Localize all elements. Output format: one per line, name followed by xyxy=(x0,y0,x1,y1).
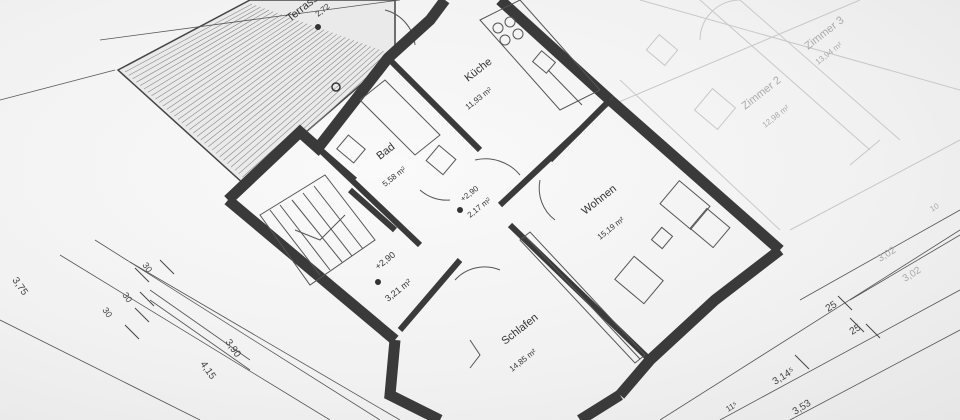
room-bad-area: 5,58 m² xyxy=(381,165,408,189)
dim-left-0: 3,75 xyxy=(10,275,30,298)
hatch-line xyxy=(215,40,355,154)
walls xyxy=(224,0,784,420)
dim-left-2: 30 xyxy=(120,290,134,304)
hatch-line xyxy=(204,35,342,144)
bedroom-wardrobe xyxy=(469,231,646,369)
hatch-line xyxy=(193,31,329,134)
terrace-hatch xyxy=(116,0,396,187)
terrace-hatch-lines xyxy=(124,3,393,185)
room-zimmer2-label: Zimmer 2 xyxy=(739,74,783,112)
dim-left-1: 30 xyxy=(140,260,154,274)
dim-bottom-1: 25 xyxy=(848,322,864,337)
living-furniture xyxy=(614,179,731,305)
hatch-line xyxy=(189,29,325,130)
room-wohnen-label: Wohnen xyxy=(579,183,619,218)
dim-bottom-0: 25 xyxy=(824,299,840,314)
hatch-line xyxy=(166,20,299,110)
level-treppe-value: +2,90 xyxy=(373,250,397,272)
hatch-line xyxy=(132,6,261,80)
level-flur-value: +2,90 xyxy=(459,184,481,204)
hatch-line xyxy=(177,24,312,120)
hatch-line xyxy=(151,14,282,97)
dim-bottom-4: 11⁵ xyxy=(724,400,739,414)
hatch-line xyxy=(170,21,304,113)
room-kueche-area: 11,93 m² xyxy=(464,85,494,111)
hatch-line xyxy=(155,15,287,100)
hatch-line xyxy=(139,9,270,86)
adjacent-unit-lines xyxy=(599,0,960,231)
hatch-line xyxy=(200,34,338,141)
hatch-line xyxy=(208,37,346,147)
door-arcs xyxy=(419,158,556,281)
hatch-line xyxy=(196,32,333,137)
dimension-ticks xyxy=(124,259,881,370)
room-wohnen-area: 15,19 m² xyxy=(596,215,627,242)
dim-left-3: 30 xyxy=(100,305,114,319)
dim-left-5: 4,15 xyxy=(198,359,218,382)
hatch-line xyxy=(223,43,363,161)
hatch-line xyxy=(147,12,278,93)
room-schlafen-area: 14,85 m² xyxy=(508,347,539,374)
hatch-line xyxy=(174,23,308,117)
room-kueche-label: Küche xyxy=(462,56,494,85)
hatch-line xyxy=(227,44,367,164)
dim-bottom-2: 3,14⁵ xyxy=(771,366,797,388)
hatch-line xyxy=(185,28,321,127)
staircase xyxy=(259,174,376,286)
hatch-line xyxy=(181,26,316,124)
hatch-line xyxy=(158,17,291,103)
dim-bottom-3: 3,53 xyxy=(791,398,814,418)
hatch-line xyxy=(211,38,350,151)
room-bad-label: Bad xyxy=(374,141,397,163)
hatch-line xyxy=(230,46,371,168)
dim-right-0: 3,02 xyxy=(876,245,899,265)
bathroom-fixtures xyxy=(336,79,457,176)
room-schlafen-label: Schlafen xyxy=(499,312,540,348)
room-zimmer2-area: 12,98 m² xyxy=(761,103,792,130)
hatch-line xyxy=(162,18,295,107)
level-treppe-area: 3,21 m² xyxy=(383,277,413,304)
hatch-line xyxy=(143,11,274,90)
hatch-line xyxy=(128,5,257,76)
hatch-line xyxy=(219,41,359,158)
hatch-line xyxy=(238,49,380,175)
interior-walls xyxy=(298,55,653,363)
dim-right-2: 10 xyxy=(928,201,941,214)
level-markers xyxy=(315,24,463,285)
hatch-line xyxy=(124,3,253,73)
hatch-line xyxy=(242,50,384,178)
hatch-line xyxy=(234,47,376,171)
kitchen-counter xyxy=(479,0,601,111)
